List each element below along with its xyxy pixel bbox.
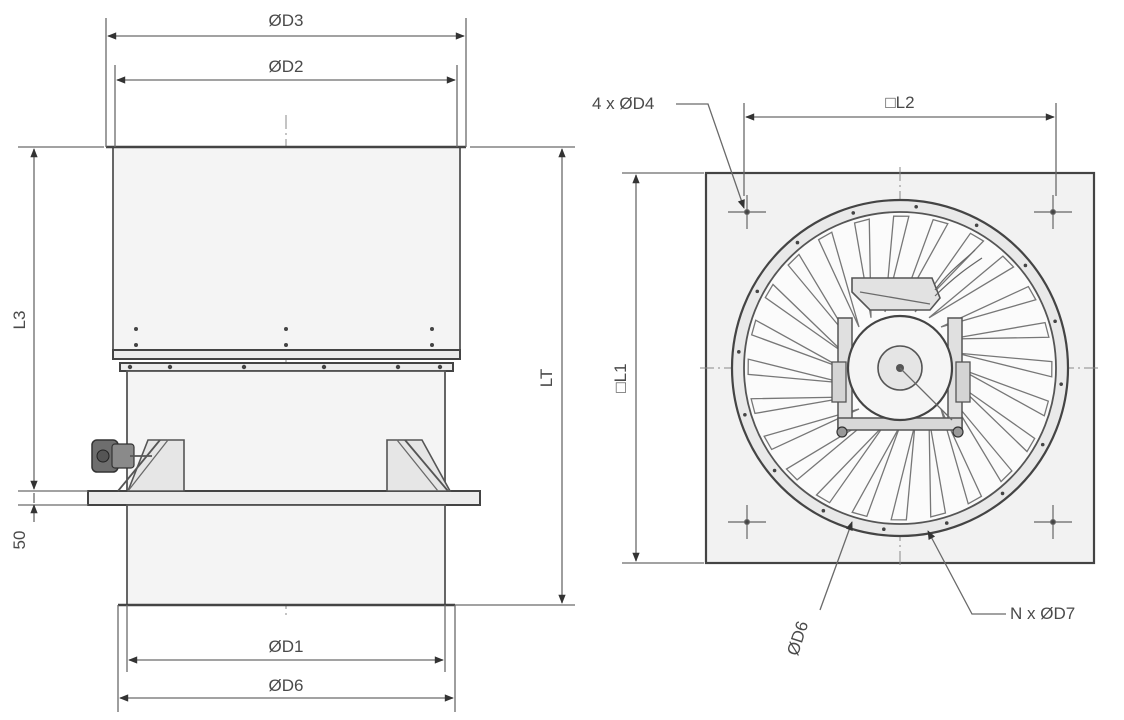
d6-label: ØD6 (269, 676, 304, 695)
front-d6-leader (819, 521, 853, 611)
impeller-blade (955, 382, 1036, 453)
flange-bolt (944, 521, 949, 525)
lt-label: LT (537, 369, 556, 388)
flange-bolt (1000, 491, 1005, 496)
flange-bolt (914, 205, 918, 209)
impeller-blade (955, 352, 1053, 378)
impeller-blades (747, 215, 1053, 521)
motor-junction-box (91, 439, 152, 473)
impeller-blade (817, 231, 860, 328)
impeller-blade (763, 408, 860, 451)
impeller-blade (950, 321, 1050, 340)
corner-holes (728, 195, 1072, 539)
flange-bolt (1053, 319, 1057, 324)
holes-label: 4 x ØD4 (592, 94, 654, 113)
impeller-blade (957, 367, 1050, 417)
left-bracket (117, 439, 185, 492)
impeller-blade (914, 232, 985, 313)
flange-bolt (882, 527, 886, 531)
impeller-blade (949, 396, 1013, 483)
impeller-blade (899, 218, 949, 311)
flange-bolt (743, 412, 747, 417)
impeller-blade (815, 423, 886, 504)
lower-casing-lower (126, 504, 446, 606)
bolt-dots-flange (127, 364, 443, 370)
l1-label: □L1 (611, 363, 630, 392)
upper-casing (112, 146, 461, 353)
flange-bolt (1023, 263, 1028, 268)
flange-bolts (737, 205, 1063, 531)
right-bracket (386, 439, 452, 492)
impeller-blade (747, 358, 845, 384)
side-view: ØD3 ØD2 L3 50 LT ØD1 ØD6 (10, 11, 575, 712)
impeller-blade (940, 408, 983, 505)
front-view: □L2 □L1 4 x ØD4 N x ØD7 ØD6 (592, 93, 1100, 658)
flange-bolt (821, 508, 826, 513)
impeller-blade (890, 423, 916, 521)
impeller-blade (940, 285, 1037, 328)
flange-bolt (737, 350, 741, 354)
impeller-blade (750, 319, 843, 369)
flange-bolt (974, 223, 979, 228)
front-d6-label: ØD6 (783, 619, 812, 658)
flange-bolt (851, 211, 856, 215)
n-d7-leader (927, 530, 1006, 615)
d1-label: ØD1 (269, 637, 304, 656)
flange-bolt (772, 468, 777, 473)
d3-label: ØD3 (269, 11, 304, 30)
flange-bolt (1040, 442, 1045, 447)
motor (846, 249, 983, 422)
fifty-label: 50 (10, 531, 29, 550)
impeller-blade (787, 253, 851, 340)
impeller-blade (928, 255, 1015, 319)
n-d7-label: N x ØD7 (1010, 604, 1075, 623)
bolt-dots-upper (134, 327, 434, 347)
impeller-blade (853, 218, 872, 318)
base-plate (87, 490, 481, 506)
impeller-blade (764, 283, 845, 354)
holes-leader (676, 103, 745, 209)
l3-label: L3 (10, 311, 29, 330)
impeller-blade (785, 417, 872, 481)
d2-label: ØD2 (269, 57, 304, 76)
impeller-blade (750, 396, 850, 415)
motor-support-frame (831, 317, 971, 438)
impeller-blade (928, 418, 947, 518)
flange-bolt (795, 240, 800, 245)
upper-flange (112, 349, 461, 360)
impeller-blade (851, 425, 901, 518)
l2-label: □L2 (885, 93, 914, 112)
impeller-blade (884, 215, 910, 313)
flange-bolt (755, 289, 760, 294)
flange-bolt (1059, 382, 1063, 386)
